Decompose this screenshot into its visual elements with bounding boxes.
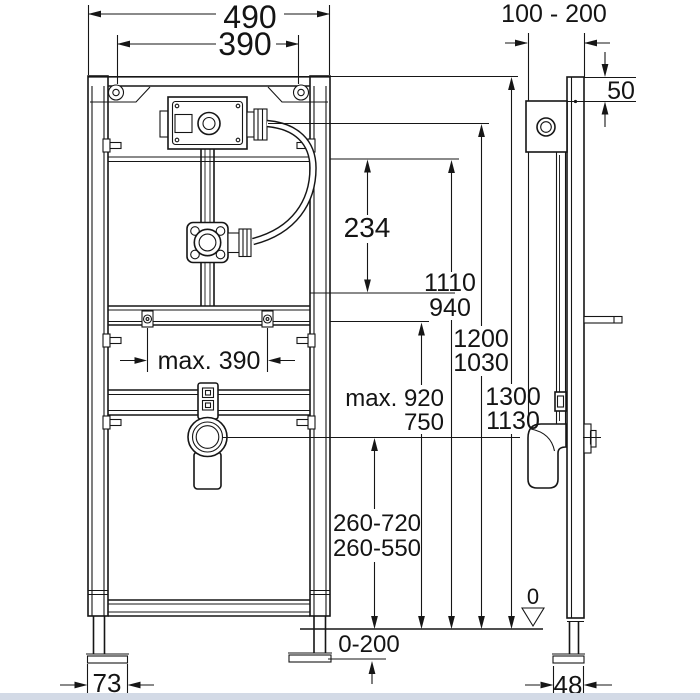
arrowheads — [74, 10, 609, 689]
corner-mounting-plates — [90, 84, 328, 103]
upright-bolts — [102, 138, 316, 430]
dim-rail-height-alt: 750 — [404, 409, 444, 436]
dim-frame-height: 1300 — [485, 383, 541, 411]
dim-frame-height-alt: 1130 — [486, 407, 540, 435]
pipe-clip — [554, 391, 567, 412]
drain-rail — [108, 382, 310, 420]
side-flush-pipe — [555, 152, 567, 424]
dim-top-offset: 50 — [607, 77, 635, 105]
side-foot — [552, 617, 585, 664]
dim-datum-level: 0 — [527, 584, 539, 609]
drain-flange — [187, 416, 228, 490]
dim-drain-range: 260-720 — [333, 510, 421, 537]
dim-hole-spacing: 390 — [218, 26, 271, 62]
dim-outer-width: 490 — [223, 0, 276, 35]
dim-floor-adjust: 0-200 — [338, 631, 399, 658]
side-valve-box — [525, 100, 568, 153]
upper-mounting-rail — [108, 305, 310, 328]
dim-rail-spacing: max. 390 — [158, 347, 261, 375]
upper-crossbar — [108, 156, 310, 163]
dim-valve-height: 1200 — [453, 325, 509, 353]
side-view — [521, 76, 623, 664]
datum-symbol — [521, 607, 545, 628]
dim-wall-distance: 100 - 200 — [501, 0, 607, 28]
flush-valve-assembly — [159, 96, 268, 150]
drain-centerline — [222, 430, 601, 445]
dim-flush-height-alt: 940 — [429, 294, 471, 322]
bottom-strip — [0, 693, 700, 700]
dim-valve-height-alt: 1030 — [453, 349, 509, 377]
dim-valve-span: 234 — [344, 212, 391, 243]
extension-lines — [86, 5, 636, 700]
water-supply-flange — [186, 221, 252, 264]
reference-dot — [573, 99, 578, 104]
dimension-annotations: 490 390 100 - 200 50 234 1110 940 1200 1… — [60, 0, 636, 700]
bottom-crossbar — [88, 589, 330, 617]
dim-drain-range-alt: 260-550 — [333, 535, 421, 562]
dim-flush-height: 1110 — [424, 269, 476, 297]
dim-rail-height: max. 920 — [345, 385, 444, 412]
flex-hose — [252, 119, 317, 246]
wall-anchor-rod — [583, 315, 623, 324]
drain-elbow — [527, 423, 567, 489]
